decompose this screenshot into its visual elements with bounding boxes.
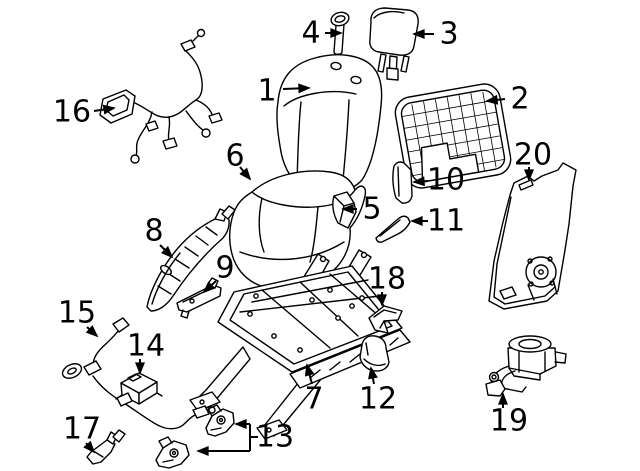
callout-1: 1: [257, 74, 311, 109]
callout-label-14: 14: [127, 329, 165, 364]
callout-label-3: 3: [439, 17, 458, 52]
callout-arrow: [412, 176, 429, 187]
callout-12: 12: [359, 366, 397, 417]
callout-arrow: [485, 94, 506, 105]
callout-15: 15: [58, 296, 99, 338]
part-13-bracket-upper-illustration: [205, 404, 235, 437]
callout-arrow: [282, 83, 311, 94]
part-14-module-illustration: [115, 372, 163, 405]
callout-label-10: 10: [427, 163, 465, 198]
callout-label-16: 16: [53, 95, 91, 130]
callout-17: 17: [63, 412, 101, 454]
part-12-cover-illustration: [359, 335, 390, 372]
callout-arrow: [239, 166, 252, 181]
callout-label-5: 5: [362, 192, 381, 227]
callout-arrow: [304, 363, 315, 385]
part-11-trim-illustration: [375, 215, 411, 243]
callout-10: 10: [412, 163, 465, 198]
callout-label-9: 9: [215, 251, 234, 286]
callout-7: 7: [304, 363, 324, 417]
callout-arrow: [202, 280, 217, 294]
callout-label-18: 18: [368, 262, 406, 297]
part-16-wiring-harness-illustration: [99, 28, 223, 164]
callout-label-7: 7: [304, 382, 323, 417]
part-13-bracket-lower-illustration: [155, 436, 190, 469]
callout-16: 16: [53, 95, 116, 130]
callout-arrow: [83, 440, 96, 454]
callout-18: 18: [368, 262, 406, 307]
callout-14: 14: [127, 329, 165, 375]
part-10-trim-illustration: [392, 161, 413, 204]
callout-label-13: 13: [256, 420, 294, 455]
part-19-motor-illustration: [485, 335, 567, 397]
callout-4: 4: [301, 16, 343, 51]
part-3-headrest-illustration: [369, 7, 419, 81]
callout-5: 5: [341, 192, 382, 227]
callout-label-12: 12: [359, 382, 397, 417]
callout-9: 9: [202, 251, 235, 294]
part-2-back-frame-illustration: [394, 83, 512, 189]
callout-3: 3: [412, 17, 459, 52]
part-9-adjuster-illustration: [176, 277, 222, 319]
callout-label-15: 15: [58, 296, 96, 331]
callout-2: 2: [485, 82, 530, 117]
callout-8: 8: [144, 214, 174, 259]
part-17-clip-illustration: [86, 429, 126, 465]
callout-label-1: 1: [257, 74, 276, 109]
callout-13: 13: [196, 419, 294, 456]
callout-label-6: 6: [225, 139, 244, 174]
callout-label-19: 19: [490, 404, 528, 439]
part-6-seat-cushion-illustration: [229, 170, 367, 291]
callout-11: 11: [410, 204, 465, 239]
callout-arrow: [159, 244, 174, 259]
callout-arrow: [85, 325, 99, 338]
callout-arrow: [93, 104, 116, 115]
callout-label-17: 17: [63, 412, 101, 447]
callout-label-8: 8: [144, 214, 163, 249]
part-20-side-frame-illustration: [488, 162, 577, 310]
callout-label-4: 4: [301, 16, 320, 51]
callout-20: 20: [514, 138, 552, 182]
callout-label-20: 20: [514, 138, 552, 173]
part-18-bracket-illustration: [368, 305, 403, 334]
callout-label-11: 11: [427, 204, 465, 239]
callout-19: 19: [490, 392, 528, 439]
callout-6: 6: [225, 139, 252, 181]
callout-arrow: [368, 366, 378, 385]
callout-label-2: 2: [510, 82, 529, 117]
